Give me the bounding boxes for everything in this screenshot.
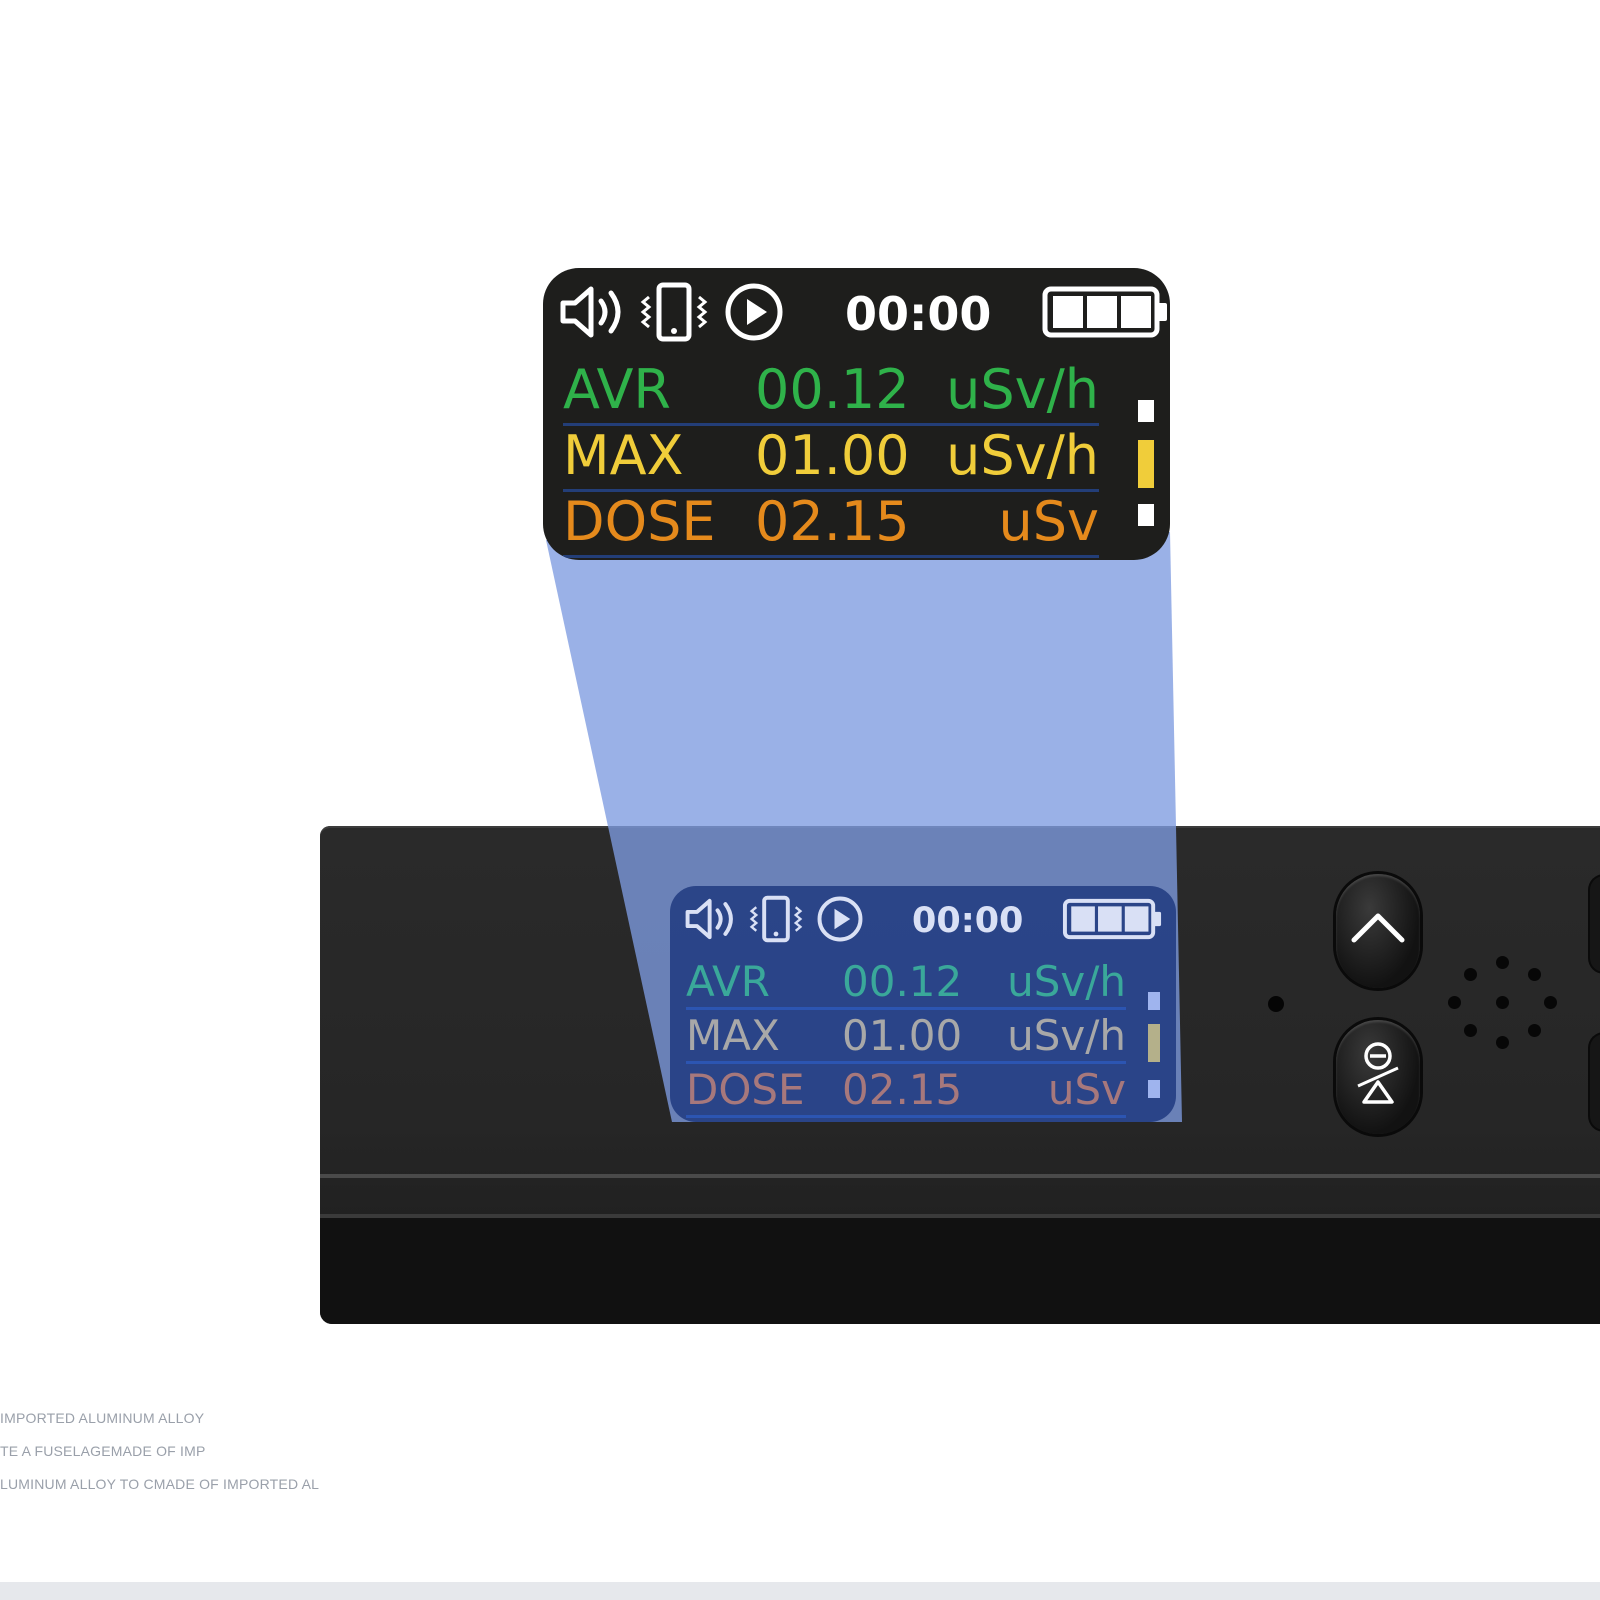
reading-row-max: MAX 01.00 uSv/h [563,426,1099,492]
level-segment-mid [1138,440,1154,488]
battery-icon [1041,279,1170,349]
reading-value: 01.00 [842,1011,963,1060]
level-segment-bottom [1138,504,1154,526]
timer-readout: 00:00 [912,901,1024,941]
reading-row-dose: DOSE 02.15 uSv [563,492,1099,558]
caption-line: IMPORTED ALUMINUM ALLOY [0,1410,205,1426]
device-display: 00:00 AVR 00.12 uSv/h MAX 01.00 uSv/h DO… [670,886,1176,1122]
reading-value: 02.15 [755,490,910,553]
speaker-icon [682,893,742,949]
up-button[interactable] [1336,874,1420,988]
reading-row-max: MAX 01.00 uSv/h [686,1010,1126,1064]
play-circle-icon [810,893,870,949]
reading-label: MAX [686,1011,780,1060]
mode-button[interactable] [1336,1020,1420,1134]
reading-value: 00.12 [842,957,963,1006]
reading-label: AVR [563,358,671,421]
reading-unit: uSv/h [1007,1011,1126,1060]
level-segment-bottom [1148,1080,1160,1098]
reading-label: DOSE [563,490,716,553]
caption-line: LUMINUM ALLOY TO CMADE OF IMPORTED AL [0,1476,320,1492]
side-button-bottom[interactable] [1590,1034,1600,1130]
reading-label: AVR [686,957,770,1006]
material-caption: IMPORTED ALUMINUM ALLOY TE A FUSELAGEMAD… [0,1402,319,1501]
reading-unit: uSv [998,490,1099,553]
vibrate-phone-icon [746,893,806,949]
chevron-up-icon [1351,913,1405,943]
reading-unit: uSv/h [946,358,1099,421]
timer-readout: 00:00 [845,287,992,341]
zoomed-display: 00:00 AVR 00.12 uSv/h MAX 01.00 uSv/h DO… [543,268,1170,560]
reading-label: DOSE [686,1065,805,1114]
device-groove [320,1214,1600,1218]
reading-value: 01.00 [755,424,910,487]
device-lower-panel [320,1218,1600,1324]
reading-unit: uSv/h [946,424,1099,487]
side-button-top[interactable] [1590,876,1600,972]
reading-row-avr: AVR 00.12 uSv/h [563,360,1099,426]
status-bar: 00:00 [543,268,1170,360]
speaker-icon [557,279,631,349]
play-circle-icon [717,279,791,349]
reading-row-avr: AVR 00.12 uSv/h [686,956,1126,1010]
indicator-hole [1268,996,1284,1012]
level-segment-top [1138,400,1154,422]
battery-icon [1061,893,1165,949]
reading-unit: uSv [1047,1065,1126,1114]
readings-list: AVR 00.12 uSv/h MAX 01.00 uSv/h DOSE 02.… [670,956,1176,1118]
speaker-grille [1448,956,1558,1056]
reading-value: 02.15 [842,1065,963,1114]
reading-value: 00.12 [755,358,910,421]
reading-label: MAX [563,424,684,487]
reading-row-dose: DOSE 02.15 uSv [686,1064,1126,1118]
reading-unit: uSv/h [1007,957,1126,1006]
readings-list: AVR 00.12 uSv/h MAX 01.00 uSv/h DOSE 02.… [543,360,1170,558]
mode-triangle-icon [1357,1042,1399,1104]
status-bar: 00:00 [670,886,1176,956]
vibrate-phone-icon [637,279,711,349]
level-segment-top [1148,992,1160,1010]
bottom-strip [0,1582,1600,1600]
device-groove [320,1174,1600,1178]
level-segment-mid [1148,1024,1160,1062]
caption-line: TE A FUSELAGEMADE OF IMP [0,1443,206,1459]
